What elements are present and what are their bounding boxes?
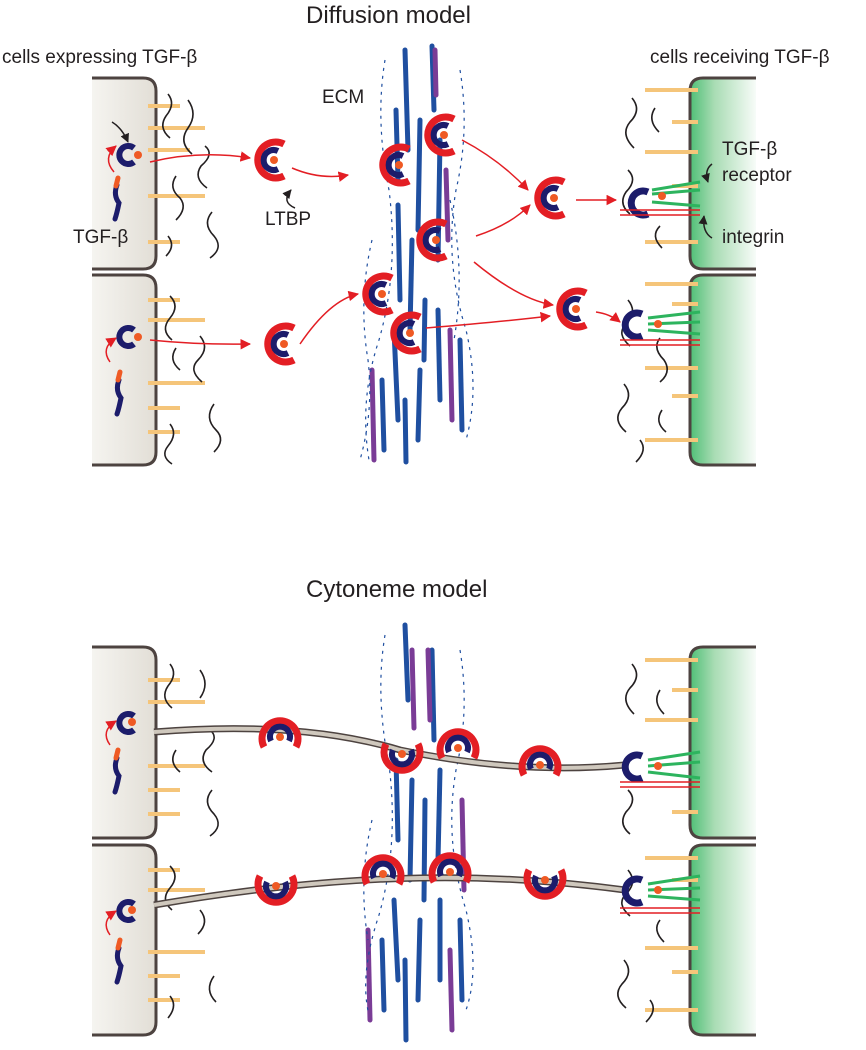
cytoneme-panel xyxy=(84,622,768,1043)
sending-cell-bottom-cyto xyxy=(88,843,158,1037)
ltbp-pointer xyxy=(282,189,296,209)
latent-complex xyxy=(264,322,296,366)
latent-complexes-cytoneme xyxy=(254,717,567,906)
latent-complex-on-cytoneme xyxy=(523,868,567,900)
ecm-fibers-diffusion xyxy=(369,43,465,465)
right-squiggles-cyto xyxy=(617,663,665,1023)
sending-cell-top xyxy=(88,76,158,271)
ltbp-label: LTBP xyxy=(265,209,312,230)
latent-complex-on-cytoneme xyxy=(518,745,562,777)
latent-complex xyxy=(416,218,448,262)
latent-complex-on-cytoneme xyxy=(428,852,472,884)
receptor-integrin-top xyxy=(620,163,713,239)
receiving-cell-top xyxy=(688,76,762,271)
latent-complex xyxy=(379,143,411,187)
left-surface-proteins xyxy=(148,104,205,434)
latent-complex-on-cytoneme xyxy=(254,874,298,906)
latent-complex xyxy=(254,138,286,182)
ecm-fibers-cytoneme xyxy=(365,622,467,1043)
right-glycocalyx-squiggles xyxy=(617,97,668,463)
ecm-beaded-strands-diffusion xyxy=(359,59,474,461)
receptor-label-line1: TGF-β xyxy=(722,139,778,160)
left-surface-proteins-cyto xyxy=(148,678,205,1002)
ecm-beaded-strands-cytoneme xyxy=(363,634,474,1016)
latent-complex xyxy=(534,176,566,220)
diffusion-title: Diffusion model xyxy=(306,2,471,29)
latent-complex xyxy=(390,311,422,355)
left-squiggles-cyto xyxy=(164,663,219,1019)
intracellular-tgfb-cyto-bottom xyxy=(105,899,136,985)
latent-complex-on-cytoneme xyxy=(436,728,480,760)
cells-expressing-label: cells expressing TGF-β xyxy=(2,47,198,68)
latent-complex-on-cytoneme xyxy=(258,717,302,749)
sending-cell-bottom xyxy=(88,273,158,467)
right-surface-proteins-cyto xyxy=(645,658,698,1012)
receiving-cell-top-cyto xyxy=(688,645,762,840)
latent-complex-on-cytoneme xyxy=(361,854,405,886)
receiving-cell-bottom-cyto xyxy=(688,843,762,1037)
latent-complex xyxy=(424,113,456,157)
receptor-integrin-bottom xyxy=(620,309,701,346)
receiving-cell-bottom xyxy=(688,273,762,467)
latent-complex xyxy=(556,287,588,331)
cells-receiving-label: cells receiving TGF-β xyxy=(650,47,830,68)
ecm-label: ECM xyxy=(322,87,365,108)
cytoneme-title: Cytoneme model xyxy=(306,576,488,603)
intracellular-tgfb-bottom xyxy=(105,325,142,417)
latent-complex-on-cytoneme xyxy=(380,742,424,774)
receptor-integrin-cyto-top xyxy=(620,750,701,788)
integrin-label: integrin xyxy=(722,227,785,248)
tgfb-label: TGF-β xyxy=(73,227,129,248)
sending-cell-top-cyto xyxy=(88,645,158,840)
intracellular-tgfb-cyto-top xyxy=(105,711,136,795)
diffusion-arrows xyxy=(149,139,621,350)
diffusion-panel xyxy=(84,43,768,468)
left-glycocalyx-squiggles xyxy=(162,93,222,465)
latent-complex xyxy=(362,272,394,316)
receptor-label-line2: receptor xyxy=(722,165,792,186)
intracellular-tgfb-top xyxy=(105,121,142,222)
receptor-integrin-cyto-bottom xyxy=(620,874,701,914)
latent-complexes-diffusion xyxy=(254,113,588,366)
